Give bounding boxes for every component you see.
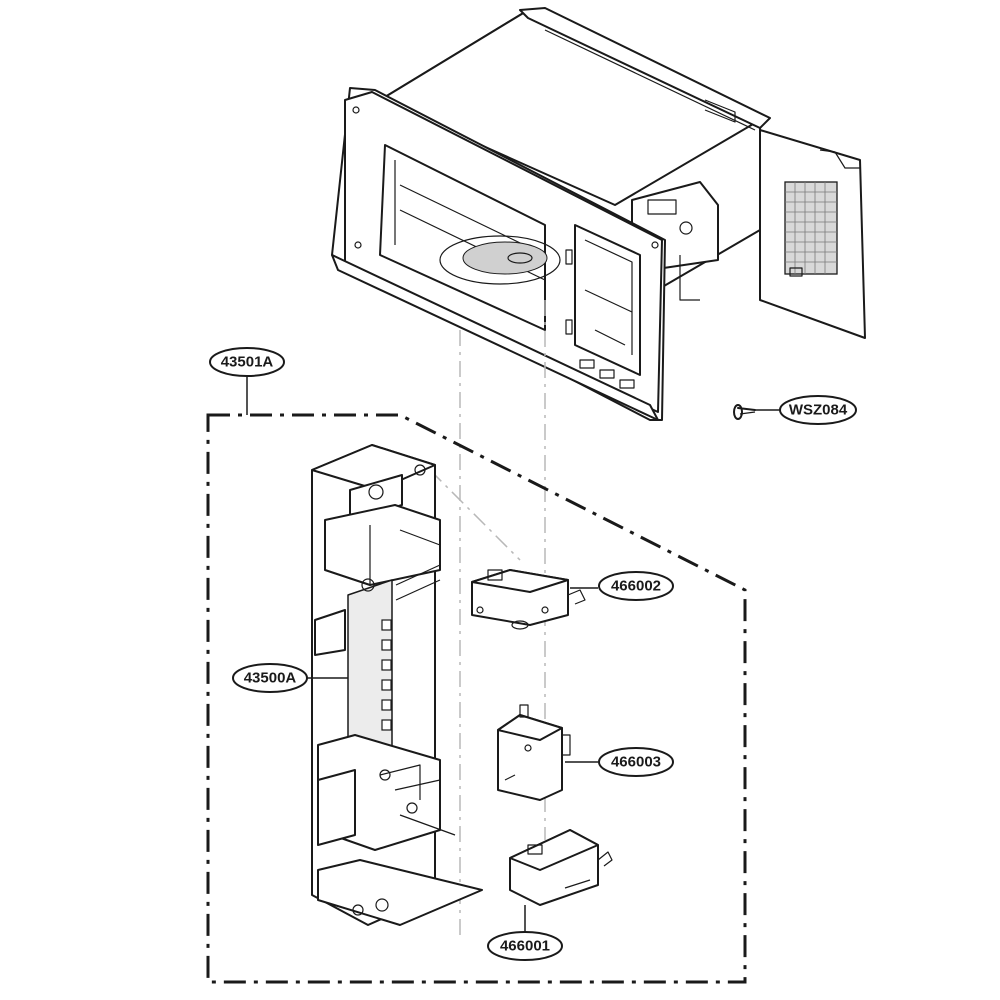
callout-label: 43501A <box>221 354 274 371</box>
callout-wsz084: WSZ084 <box>755 395 857 425</box>
micro-switch-466003 <box>497 704 571 801</box>
callout-43501a: 43501A <box>209 347 285 415</box>
callout-label: 466001 <box>500 938 550 955</box>
micro-switch-466002 <box>471 569 586 630</box>
callout-label: 466003 <box>611 754 661 771</box>
callout-label: 466002 <box>611 578 661 595</box>
callout-466001: 466001 <box>487 905 563 961</box>
callout-466002: 466002 <box>570 571 674 601</box>
assembly-boundary <box>206 413 747 984</box>
latch-board <box>311 444 483 926</box>
callout-label: 43500A <box>244 670 297 687</box>
microwave-cavity <box>331 7 866 421</box>
callout-label: WSZ084 <box>789 402 848 419</box>
screw-wsz084 <box>733 404 756 420</box>
callout-466003: 466003 <box>565 747 674 777</box>
micro-switch-466001 <box>509 829 613 906</box>
callout-43500a: 43500A <box>232 663 348 693</box>
